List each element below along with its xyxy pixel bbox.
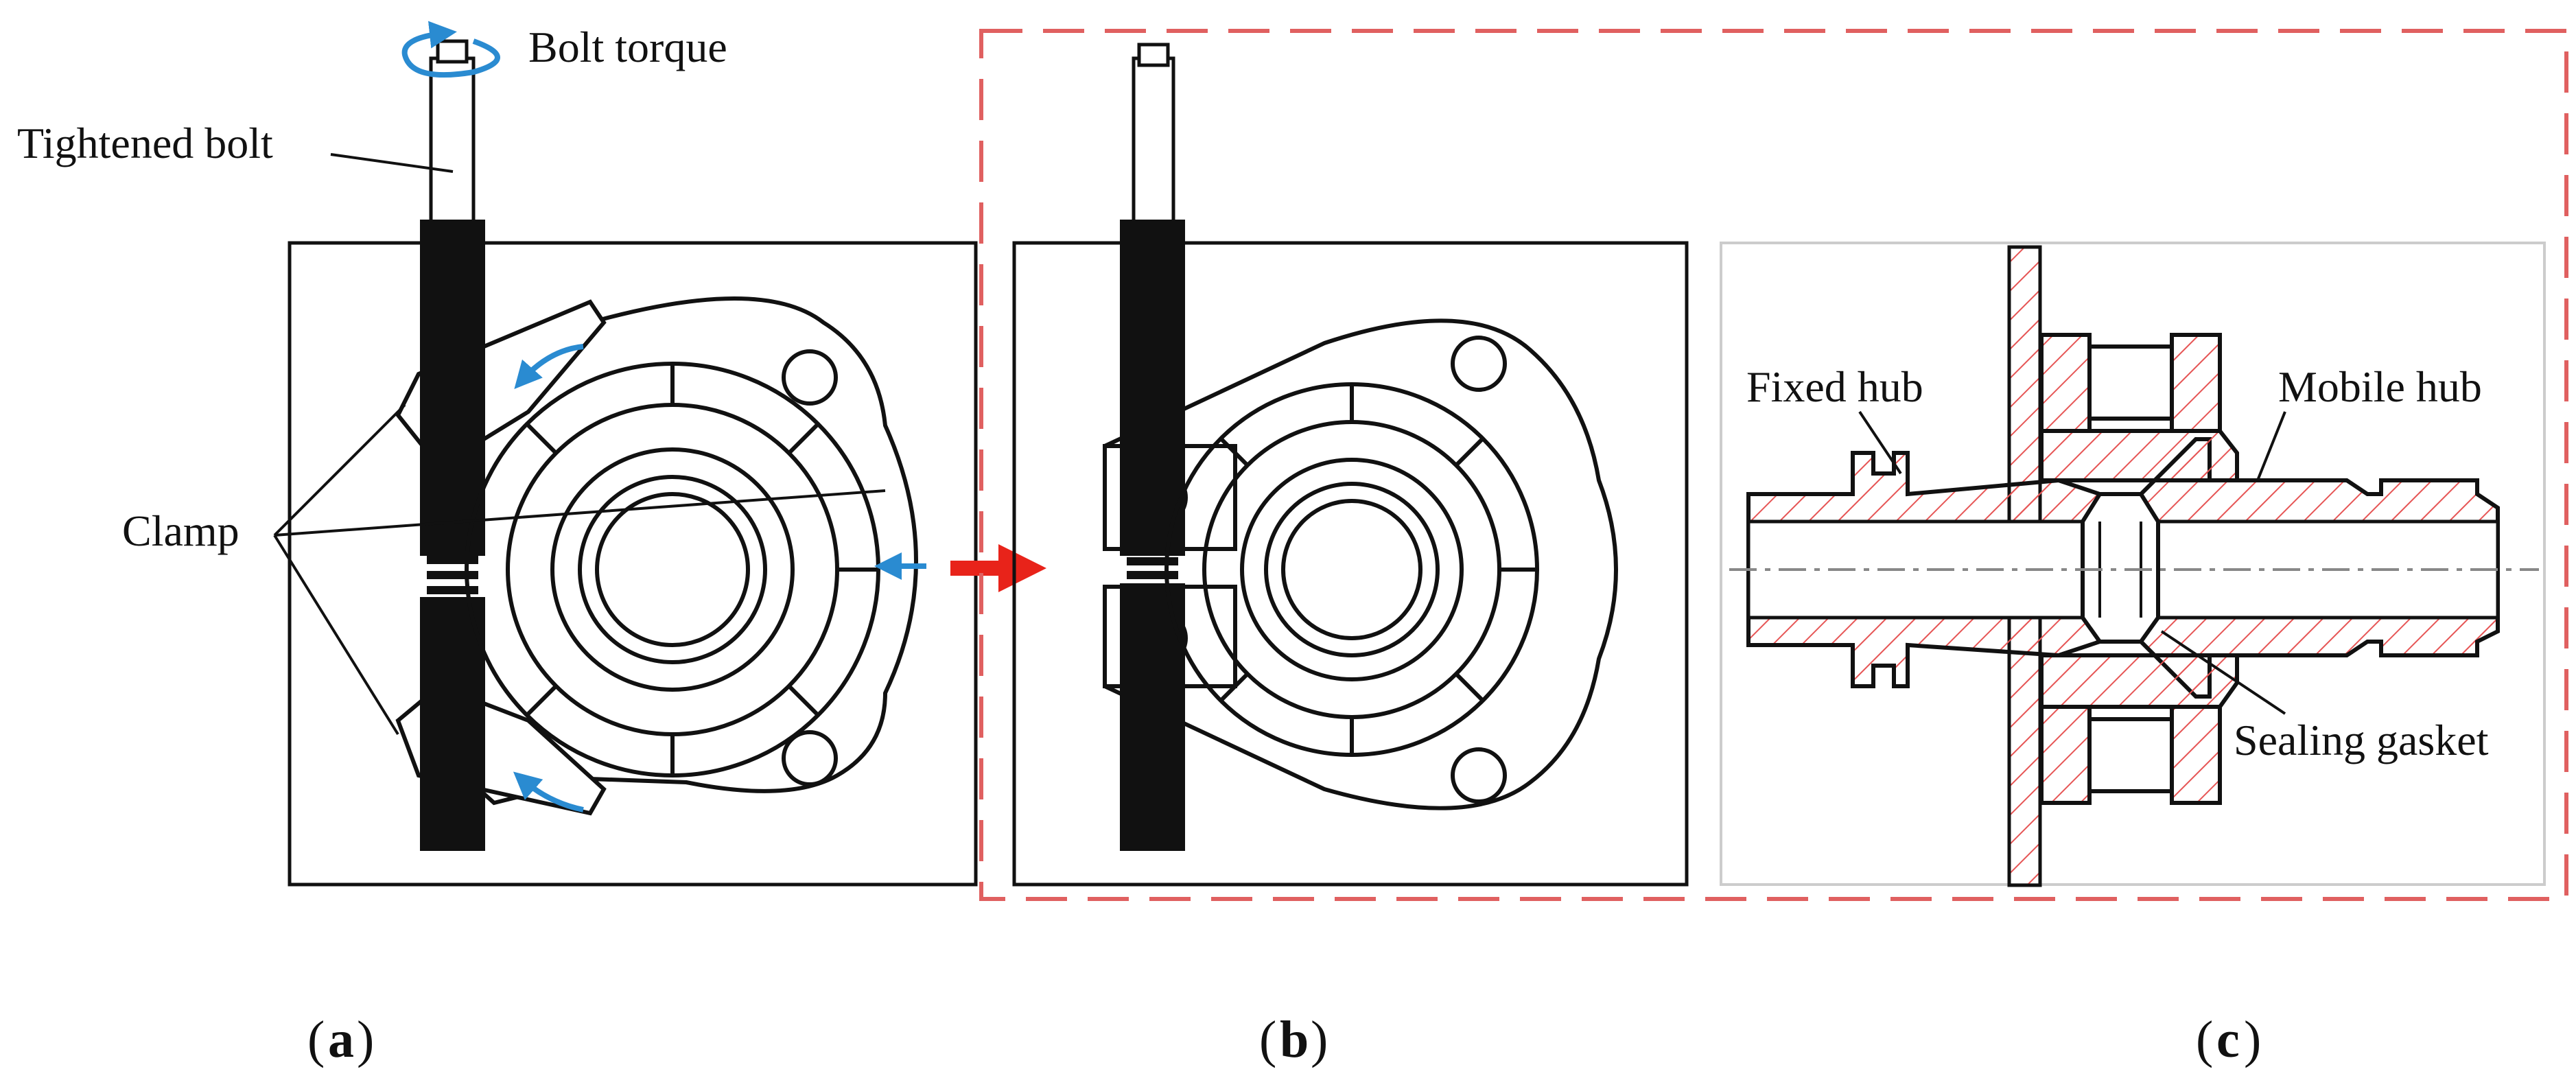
- svg-text:(: (: [2196, 1011, 2213, 1068]
- panel-b: [1012, 43, 1689, 887]
- leader-lines-a: [273, 153, 886, 736]
- bolt-shaft-b: [1132, 56, 1175, 232]
- leader-lines-c: [1858, 410, 2286, 715]
- flange-hole-upper-right-b: [1451, 336, 1507, 392]
- panel-c: Fixed hub Mobile hub Sealing gasket: [1720, 242, 2546, 887]
- panel-a-frame: [288, 241, 978, 887]
- clamp-rings-b: [1164, 382, 1539, 757]
- bolt-spring-b: [1127, 557, 1178, 579]
- threaded-bolt-upper-b: [1120, 220, 1185, 556]
- fixed-hub-label: Fixed hub: [1746, 362, 1923, 411]
- flange-hole-upper-right: [782, 349, 838, 406]
- caption-b: ( b ): [1259, 1011, 1328, 1068]
- threaded-bolt-lower: [420, 597, 485, 851]
- svg-text:a: a: [328, 1011, 354, 1068]
- rotation-arrow-upper: [514, 344, 584, 389]
- rotation-arrow-lower: [513, 771, 584, 812]
- panel-b-frame: [1012, 241, 1689, 887]
- svg-text:(: (: [307, 1011, 325, 1068]
- bolt-tip-b: [1137, 43, 1170, 67]
- bolt-tip: [436, 39, 469, 64]
- caption-a: ( a ): [307, 1011, 374, 1068]
- transition-arrow: [950, 544, 1046, 592]
- threaded-bolt-upper: [420, 220, 485, 556]
- flange-hole-lower-right-b: [1451, 747, 1507, 804]
- caption-c: ( c ): [2196, 1011, 2261, 1068]
- clamp-jaw-top: [2039, 333, 2239, 482]
- torque-arrow: [401, 21, 500, 78]
- svg-text:b: b: [1280, 1011, 1309, 1068]
- svg-text:): ): [2244, 1011, 2261, 1068]
- flange-hole-lower-right: [782, 730, 838, 786]
- panel-c-frame: [1720, 242, 2546, 886]
- bolt-spring: [427, 556, 478, 594]
- dashed-group-border: [979, 29, 2568, 901]
- clamp-jaw-bottom: [2039, 653, 2239, 805]
- clamp-rings-a: [465, 362, 880, 777]
- svg-text:c: c: [2216, 1011, 2240, 1068]
- tightened-bolt-label: Tightened bolt: [17, 119, 273, 167]
- mobile-hub-label: Mobile hub: [2278, 362, 2482, 411]
- svg-text:): ): [357, 1011, 374, 1068]
- clamp-label: Clamp: [122, 506, 239, 555]
- svg-text:(: (: [1259, 1011, 1276, 1068]
- bolt-shaft: [429, 56, 476, 232]
- bolt-torque-label: Bolt torque: [528, 23, 727, 71]
- svg-text:): ): [1311, 1011, 1328, 1068]
- panel-a: Bolt torque Tightened bolt Clamp: [17, 21, 978, 887]
- clamp-flange-outline-b: [1103, 318, 1618, 810]
- sealing-gasket: [2081, 492, 2160, 644]
- sealing-gasket-label: Sealing gasket: [2234, 716, 2489, 764]
